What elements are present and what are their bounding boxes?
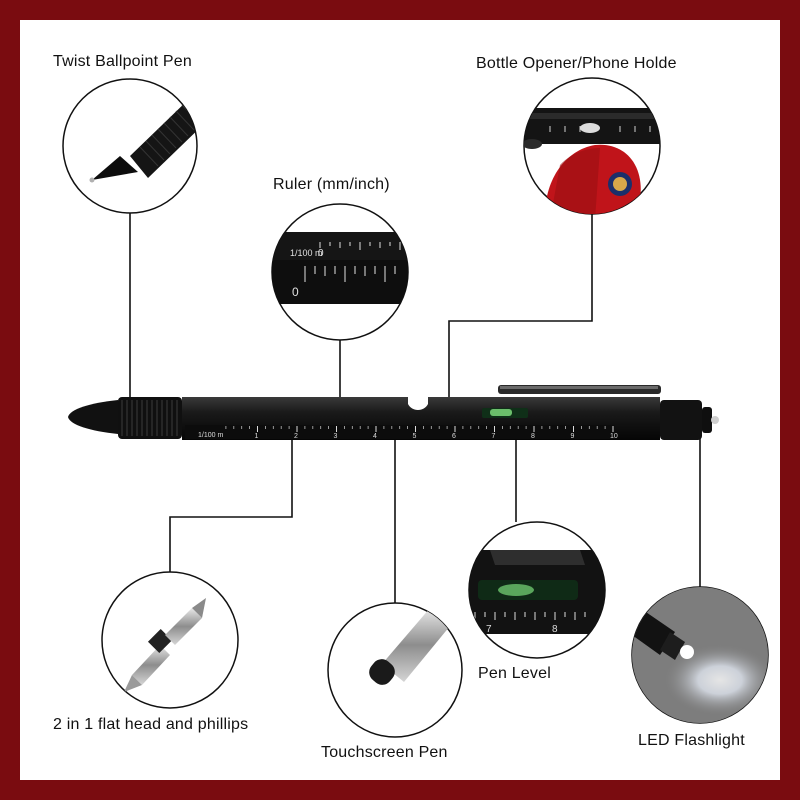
pen-ruler-ticks: 1 2 3 4 5 6 7 8 9 10	[225, 426, 618, 440]
pen-ruler-number: 10	[610, 433, 618, 440]
level-tick-7: 7	[486, 624, 492, 635]
pen-ruler-number: 9	[571, 433, 575, 440]
pen-ruler-number: 2	[294, 433, 298, 440]
zoom-ruler: 1/100 m 0 0	[271, 203, 409, 341]
label-touchscreen-pen: Touchscreen Pen	[321, 744, 448, 761]
label-pen-level: Pen Level	[478, 665, 551, 682]
pen-ruler-number: 4	[373, 433, 377, 440]
product-illustration: 1/100 m 1 2 3 4 5 6 7 8 9 10	[62, 77, 769, 738]
zoom-pen-level: 7 8	[468, 521, 606, 659]
label-screwdriver: 2 in 1 flat head and phillips	[53, 716, 249, 733]
pen-ruler-number: 3	[334, 433, 338, 440]
label-led-flashlight: LED Flashlight	[638, 732, 745, 749]
pen-ruler-unit: 1/100 m	[198, 432, 223, 439]
zoom-ruler-bottom-zero: 0	[292, 285, 299, 299]
multi-tool-pen	[68, 385, 719, 440]
zoom-ballpoint-tip	[62, 78, 198, 214]
pen-ruler-number: 6	[452, 433, 456, 440]
zoom-led-flashlight	[631, 586, 769, 724]
zoom-ruler-top-zero: 0	[318, 248, 324, 259]
pen-ruler-markings: 1/100 m	[198, 432, 223, 439]
label-twist-ballpoint-pen: Twist Ballpoint Pen	[53, 53, 192, 70]
product-image-frame: Twist Ballpoint Pen Bottle Opener/Phone …	[20, 20, 780, 780]
zoom-touchscreen-stylus	[327, 602, 463, 738]
level-tick-8: 8	[552, 624, 558, 635]
callout-lines	[129, 213, 701, 603]
pen-ruler-number: 8	[531, 433, 535, 440]
zoom-screwdriver-bit	[101, 571, 239, 709]
pen-ruler-number: 5	[413, 433, 417, 440]
zoom-ruler-unit: 1/100 m	[290, 248, 323, 258]
pen-ruler-number: 7	[492, 433, 496, 440]
label-ruler: Ruler (mm/inch)	[273, 176, 390, 193]
zoom-bottle-opener	[523, 77, 661, 215]
label-bottle-opener: Bottle Opener/Phone Holde	[476, 55, 677, 72]
pen-ruler-number: 1	[255, 433, 259, 440]
